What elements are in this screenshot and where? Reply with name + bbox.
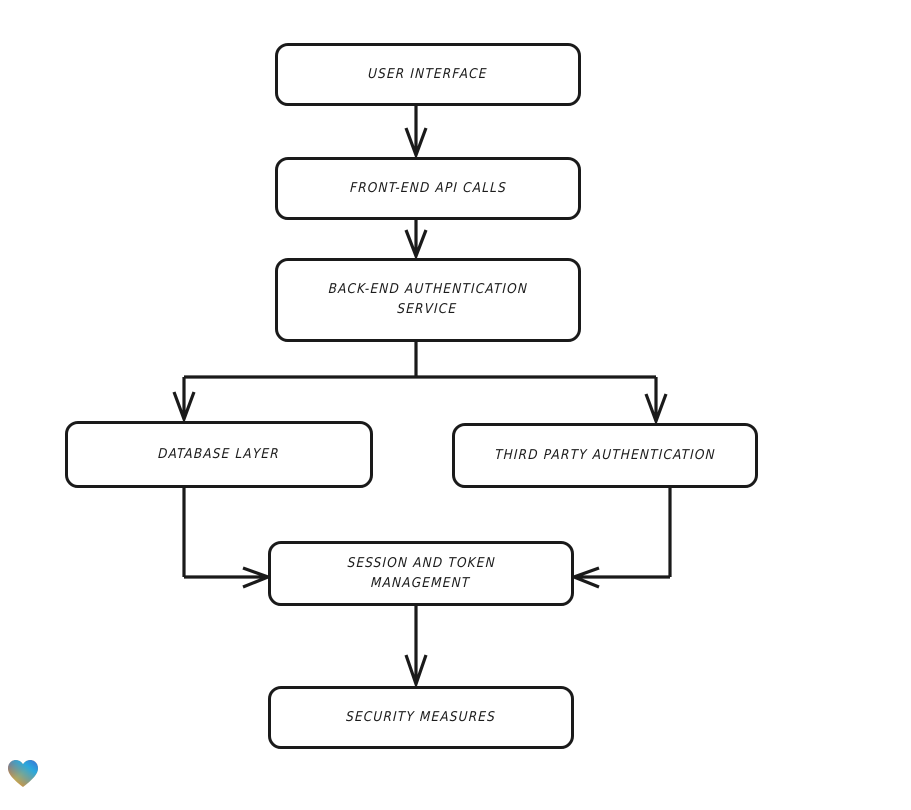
edge-user-interface-to-frontend-api	[404, 106, 428, 160]
edge-database-layer-to-session-token	[182, 488, 273, 589]
node-label: Security Measures	[345, 708, 497, 725]
node-label: User Interface	[367, 65, 489, 82]
edge-backend-auth-split	[172, 342, 668, 426]
edge-frontend-api-to-backend-auth	[404, 220, 428, 261]
node-label: Database Layer	[157, 445, 281, 462]
node-frontend-api[interactable]: Front-End API Calls	[275, 157, 581, 220]
node-label: Back-End Authentication Service	[328, 281, 529, 317]
node-session-and-token-management[interactable]: Session and Token Management	[268, 541, 574, 606]
node-label: Session and Token Management	[347, 554, 497, 591]
node-backend-authentication-service[interactable]: Back-End Authentication Service	[275, 258, 581, 342]
edge-third-party-auth-to-session-token	[569, 488, 672, 589]
node-third-party-authentication[interactable]: Third Party Authentication	[452, 423, 758, 488]
node-label: Front-End API Calls	[349, 179, 507, 196]
node-security-measures[interactable]: Security Measures	[268, 686, 574, 749]
node-user-interface[interactable]: User Interface	[275, 43, 581, 106]
edge-session-token-to-security	[404, 606, 428, 689]
node-database-layer[interactable]: Database Layer	[65, 421, 373, 488]
node-label: Third Party Authentication	[494, 446, 716, 463]
heart-icon	[8, 760, 38, 787]
